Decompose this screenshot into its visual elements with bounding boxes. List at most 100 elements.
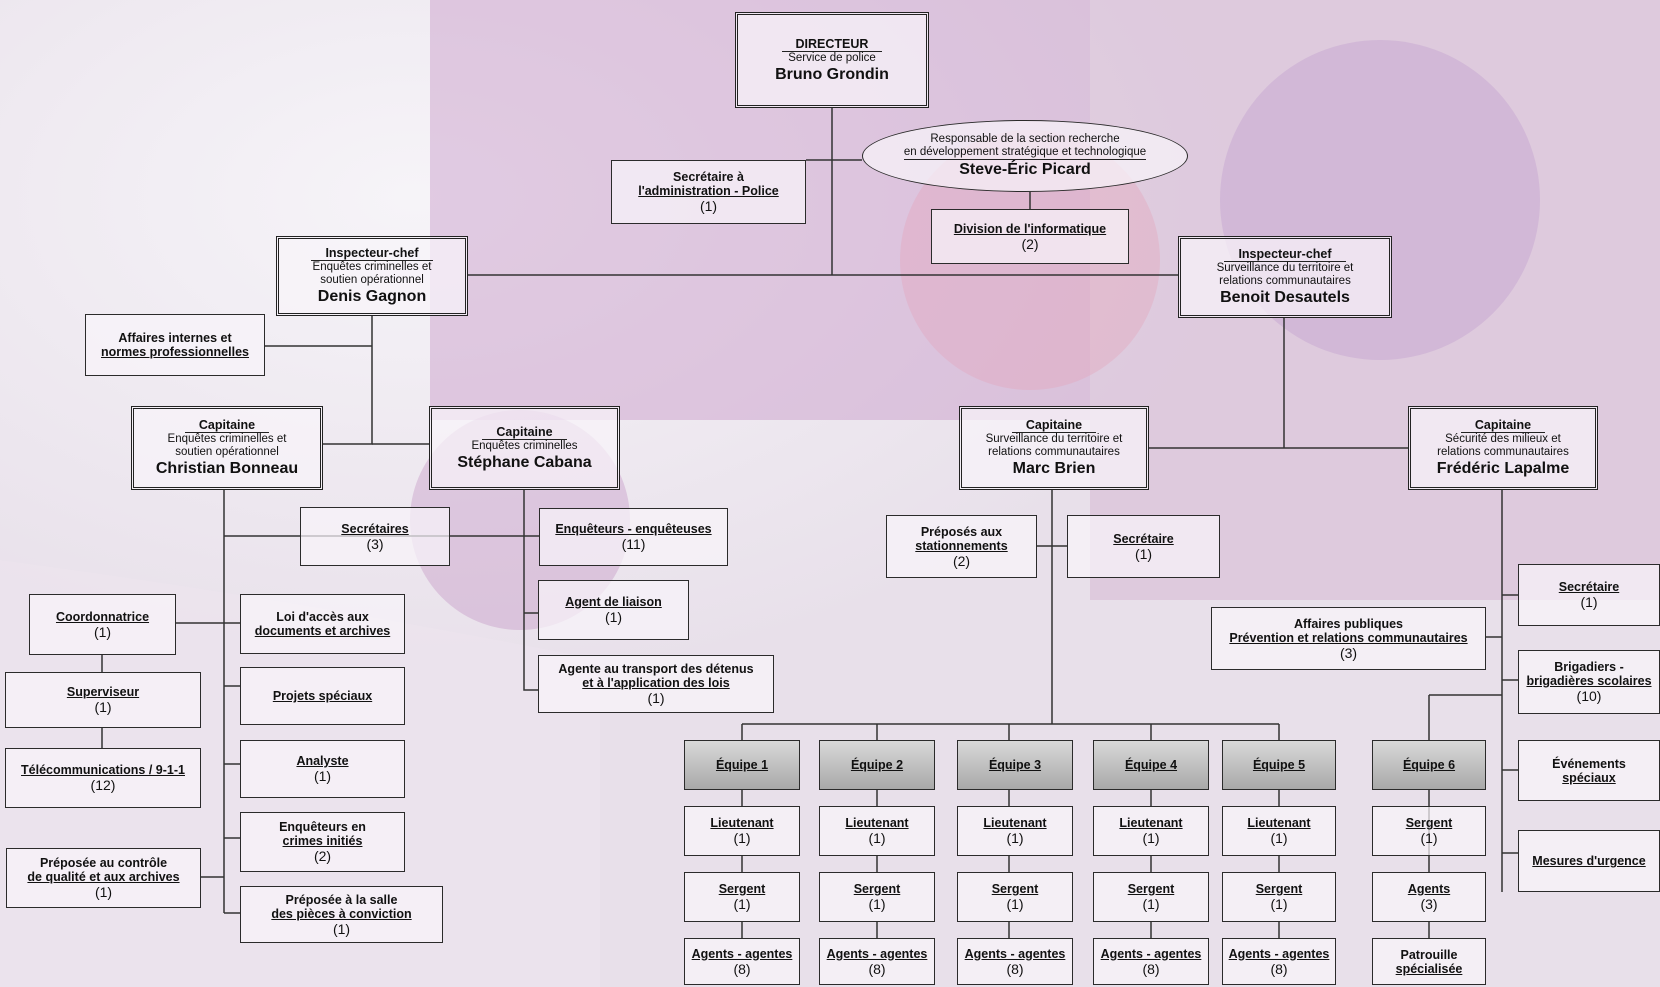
team-c2-4: (1) xyxy=(1142,896,1160,912)
analyste-count: (1) xyxy=(313,768,332,784)
transport-line1: Agente au transport des détenus xyxy=(558,662,754,676)
captain-cabana-box: Capitaine Enquêtes criminelles Stéphane … xyxy=(429,406,620,490)
captain-brien-name: Marc Brien xyxy=(1012,460,1096,477)
brigadiers-line1: Brigadiers - xyxy=(1554,660,1624,674)
brigadiers-box: Brigadiers - brigadières scolaires (10) xyxy=(1518,650,1660,714)
inspector-left-line2: soutien opérationnel xyxy=(320,274,424,286)
team6-row1: Sergent (1) xyxy=(1372,806,1486,856)
team6-r3a: Patrouille xyxy=(1400,947,1458,962)
evenements-box: Événements spéciaux xyxy=(1518,740,1660,801)
team-c3-4: (8) xyxy=(1142,960,1160,977)
team-header-2: Équipe 2 xyxy=(819,740,935,790)
team6-r1: Sergent xyxy=(1405,816,1453,830)
team-agents-5: Agents - agentes(8) xyxy=(1222,938,1336,985)
team-header-5: Équipe 5 xyxy=(1222,740,1336,790)
salle-pieces-line1: Préposée à la salle xyxy=(285,892,398,907)
team-sergent-4: Sergent(1) xyxy=(1093,872,1209,922)
research-name: Steve-Éric Picard xyxy=(959,161,1091,178)
inspector-left-title: Inspecteur-chef xyxy=(311,246,433,261)
research-box: Responsable de la section recherche en d… xyxy=(862,120,1188,192)
captain-brien-line2: relations communautaires xyxy=(988,446,1120,458)
team-sergent-5: Sergent(1) xyxy=(1222,872,1336,922)
loi-acces-box: Loi d'accès aux documents et archives xyxy=(240,594,405,654)
team-r3-4: Agents - agentes xyxy=(1100,946,1202,961)
director-title: DIRECTEUR xyxy=(781,37,883,52)
team-lieutenant-5: Lieutenant(1) xyxy=(1222,806,1336,856)
team-r2-3: Sergent xyxy=(991,882,1039,896)
team6-row2: Agents (3) xyxy=(1372,872,1486,922)
team-sergent-2: Sergent(1) xyxy=(819,872,935,922)
internal-affairs-line1: Affaires internes et xyxy=(118,331,232,345)
enqueteurs-crimes-line1: Enquêteurs en xyxy=(279,820,366,834)
enqueteurs-crimes-line2: crimes initiés xyxy=(282,834,363,848)
captain-lapalme-line2: relations communautaires xyxy=(1437,446,1569,458)
internal-affairs-box: Affaires internes et normes professionne… xyxy=(85,314,265,376)
team-c3-5: (8) xyxy=(1270,960,1288,977)
team-r1-3: Lieutenant xyxy=(983,816,1047,830)
team-name-3: Équipe 3 xyxy=(988,758,1042,772)
analyste-title: Analyste xyxy=(296,754,349,768)
team6-r2: Agents xyxy=(1407,882,1451,896)
enqueteurs-crimes-count: (2) xyxy=(313,848,332,864)
agent-liaison-title: Agent de liaison xyxy=(565,595,662,609)
telecom-count: (12) xyxy=(90,777,116,793)
coordonnatrice-box: Coordonnatrice (1) xyxy=(29,594,176,655)
affaires-publiques-line1: Affaires publiques xyxy=(1293,616,1404,631)
agent-liaison-count: (1) xyxy=(604,609,623,625)
team-c3-1: (8) xyxy=(733,960,751,977)
team-r1-1: Lieutenant xyxy=(710,816,774,830)
loi-acces-line1: Loi d'accès aux xyxy=(276,610,369,624)
internal-affairs-line2: normes professionnelles xyxy=(101,345,249,359)
team-lieutenant-4: Lieutenant(1) xyxy=(1093,806,1209,856)
captain-cabana-title: Capitaine xyxy=(482,425,567,440)
secretary-admin-line1: Secrétaire à xyxy=(673,170,744,184)
enqueteurs-title: Enquêteurs - enquêteuses xyxy=(555,522,712,536)
captain-lapalme-name: Frédéric Lapalme xyxy=(1436,460,1570,477)
director-name: Bruno Grondin xyxy=(775,65,889,83)
team-c2-1: (1) xyxy=(733,896,751,912)
captain-bonneau-line2: soutien opérationnel xyxy=(175,446,279,458)
stationnements-line1: Préposés aux xyxy=(920,524,1003,539)
captain-bonneau-title: Capitaine xyxy=(184,418,270,433)
inspector-left-name: Denis Gagnon xyxy=(317,288,427,305)
qualite-line1: Préposée au contrôle xyxy=(39,856,168,870)
team6-row3: Patrouille spécialisée xyxy=(1372,938,1486,985)
secretary-admin-box: Secrétaire à l'administration - Police (… xyxy=(611,160,806,224)
team-c1-5: (1) xyxy=(1270,830,1288,846)
team-lieutenant-2: Lieutenant(1) xyxy=(819,806,935,856)
team-r1-5: Lieutenant xyxy=(1247,816,1311,830)
team-name-2: Équipe 2 xyxy=(850,758,904,772)
brigadiers-line2: brigadières scolaires xyxy=(1526,674,1652,688)
captain-cabana-name: Stéphane Cabana xyxy=(457,453,592,471)
team-header-3: Équipe 3 xyxy=(957,740,1073,790)
team-r3-1: Agents - agentes xyxy=(691,946,793,961)
team-lieutenant-1: Lieutenant(1) xyxy=(684,806,800,856)
captain-brien-box: Capitaine Surveillance du territoire et … xyxy=(959,406,1149,490)
coordonnatrice-count: (1) xyxy=(93,623,112,640)
inspector-right-box: Inspecteur-chef Surveillance du territoi… xyxy=(1178,236,1392,318)
superviseur-box: Superviseur (1) xyxy=(5,672,201,728)
evenements-line2: spéciaux xyxy=(1562,770,1616,785)
secretaires-count: (3) xyxy=(366,535,384,552)
secretaire-brien-count: (1) xyxy=(1134,545,1153,562)
team-c1-1: (1) xyxy=(733,830,751,846)
team-name-1: Équipe 1 xyxy=(715,758,769,772)
it-division-count: (2) xyxy=(1021,235,1039,252)
team6-c2: (3) xyxy=(1420,896,1438,912)
team-sergent-1: Sergent(1) xyxy=(684,872,800,922)
secretaire-lapalme-count: (1) xyxy=(1580,594,1598,610)
team-header-4: Équipe 4 xyxy=(1093,740,1209,790)
inspector-right-name: Benoit Desautels xyxy=(1220,289,1350,306)
inspector-right-title: Inspecteur-chef xyxy=(1224,247,1346,262)
team-c1-3: (1) xyxy=(1006,830,1024,846)
salle-pieces-count: (1) xyxy=(332,920,351,937)
telecom-title: Télécommunications / 9-1-1 xyxy=(21,763,185,777)
team-c3-2: (8) xyxy=(868,960,886,977)
captain-lapalme-title: Capitaine xyxy=(1460,418,1546,433)
stationnements-box: Préposés aux stationnements (2) xyxy=(886,515,1037,578)
team-r3-5: Agents - agentes xyxy=(1228,946,1330,961)
captain-bonneau-name: Christian Bonneau xyxy=(155,460,299,477)
superviseur-title: Superviseur xyxy=(66,685,140,699)
inspector-right-line2: relations communautaires xyxy=(1219,275,1351,287)
team6-name: Équipe 6 xyxy=(1402,758,1456,772)
